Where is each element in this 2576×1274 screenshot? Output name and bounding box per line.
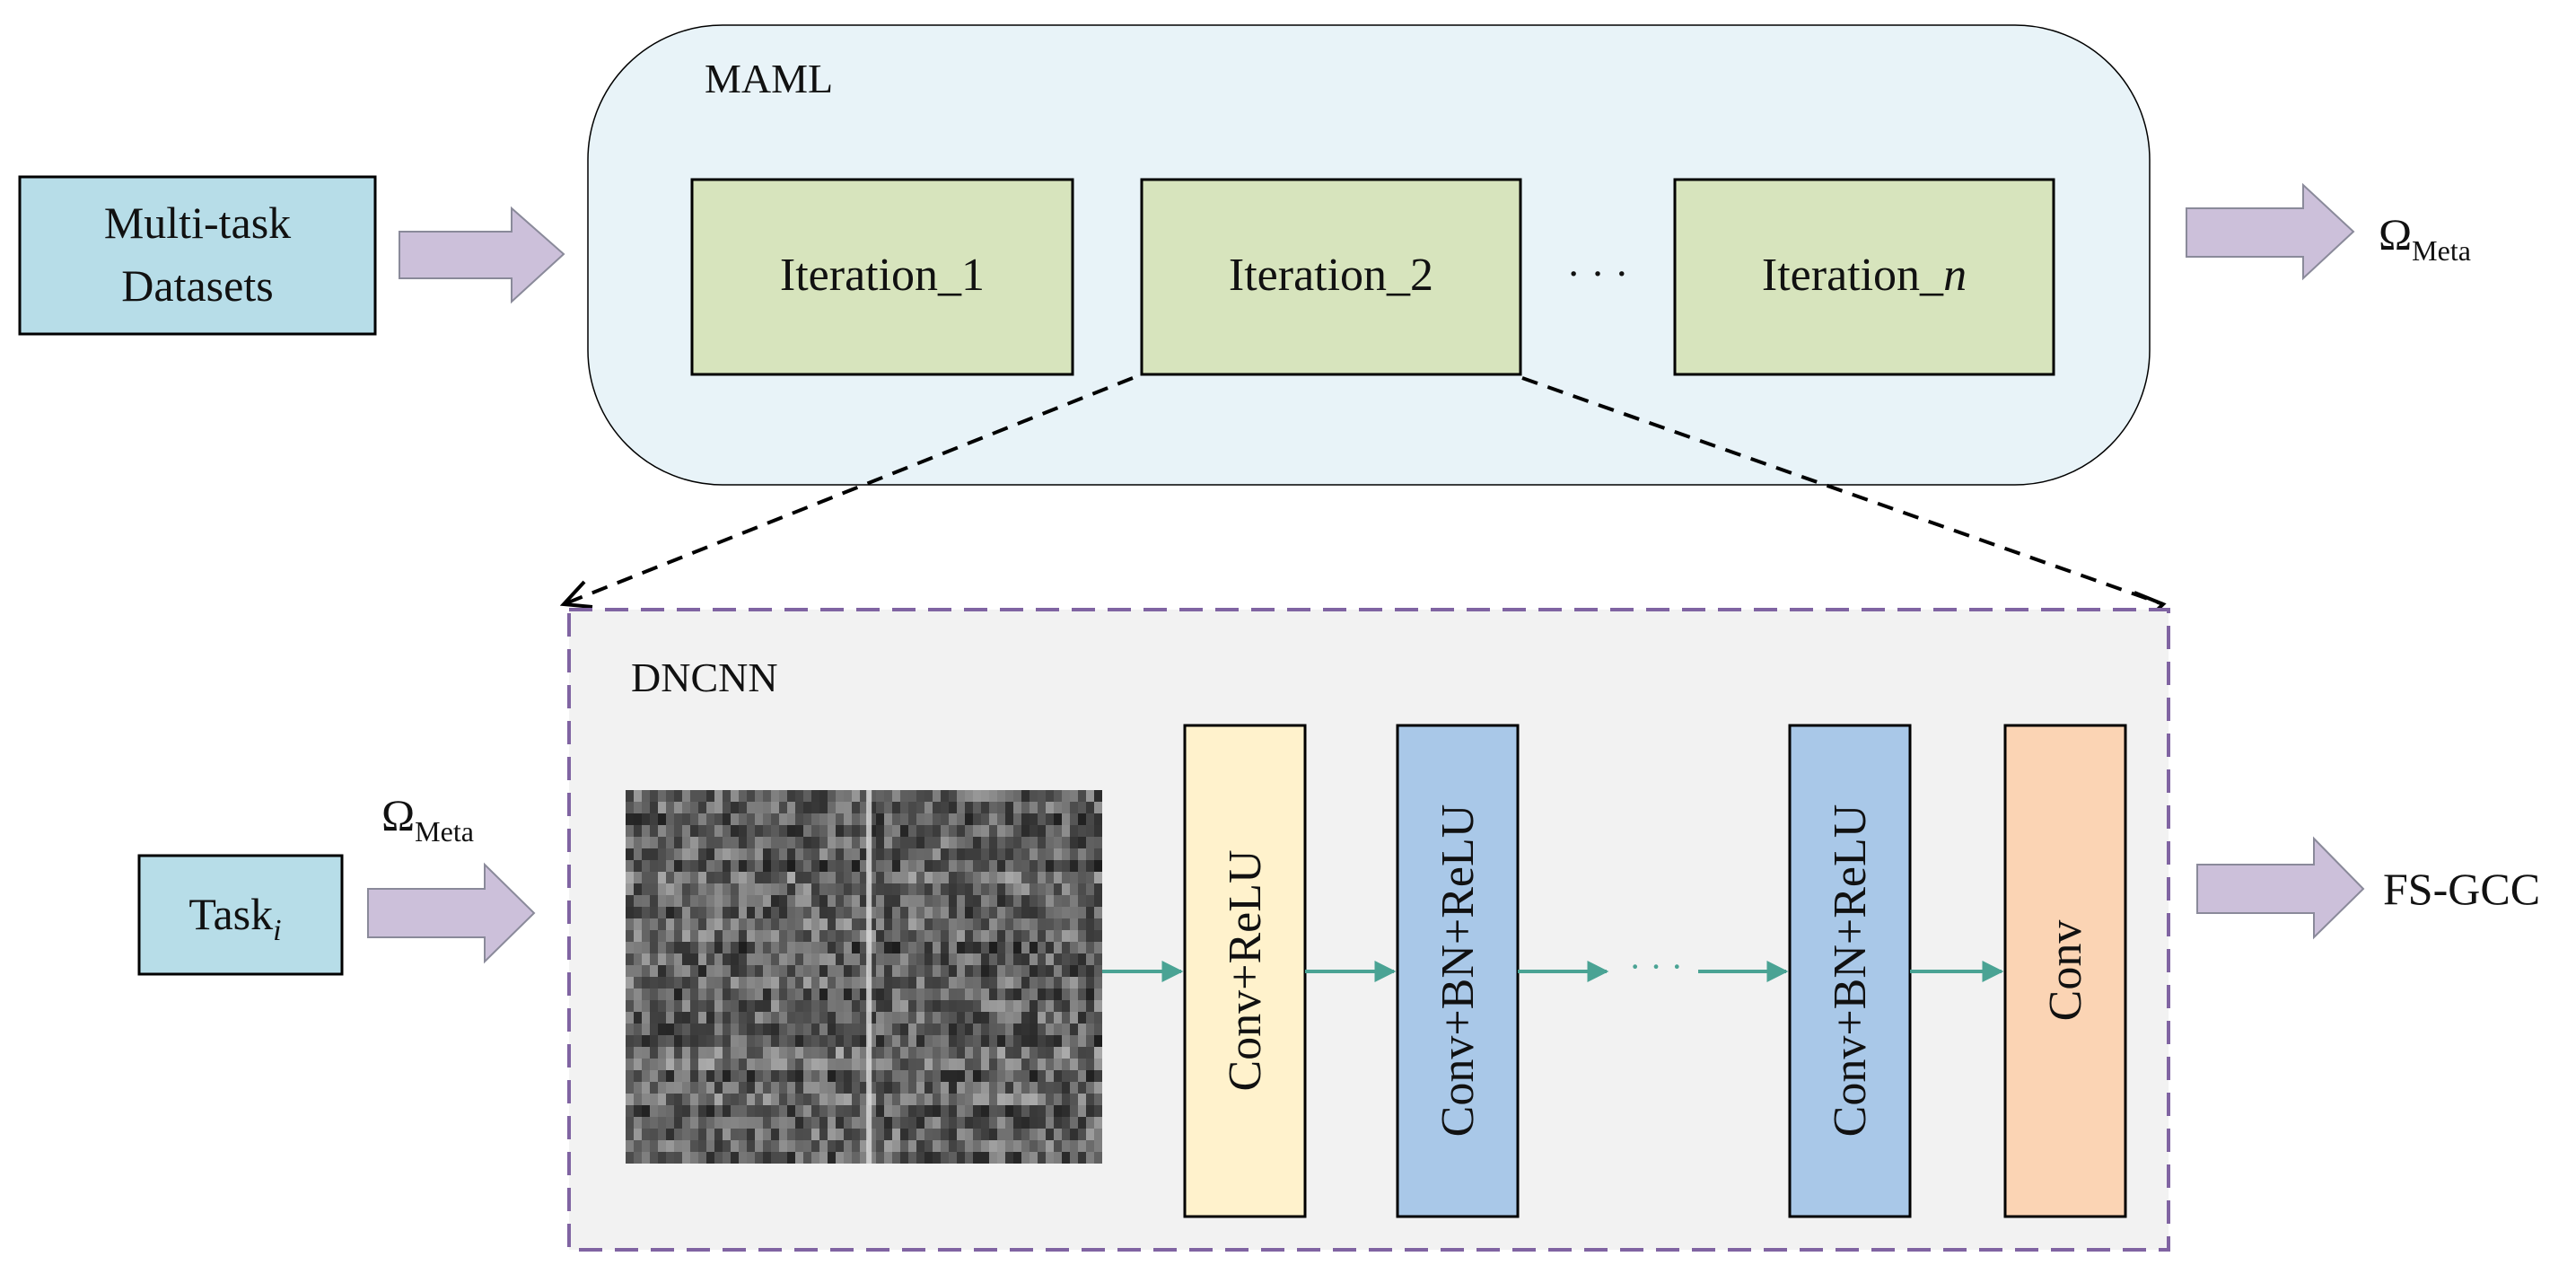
iteration-label-1: Iteration_1 — [780, 250, 985, 301]
iteration-label-n: Iteration_n — [1762, 250, 1967, 301]
layer-conv-bn-relu-2-label: Conv+BN+ReLU — [1825, 804, 1876, 1138]
fs-gcc-output: FS-GCC — [2383, 864, 2540, 914]
layer-conv-bn-relu-2: Conv+BN+ReLU — [1788, 724, 1912, 1218]
fat-arrow-maml-to-omega — [2186, 182, 2355, 281]
iteration-ellipsis: · · · — [1567, 250, 1629, 296]
datasets-label-line1: Multi-task — [104, 198, 291, 248]
fat-arrow-dncnn-to-output — [2196, 836, 2365, 940]
task-i-box: Taski — [137, 854, 344, 976]
maml-title: MAML — [705, 56, 833, 101]
iteration-box-1: Iteration_1 — [690, 178, 1074, 376]
task-i-label: Taski — [188, 889, 281, 947]
layer-conv: Conv — [2003, 724, 2127, 1218]
zoom-line-left — [563, 376, 1134, 606]
dncnn-title: DNCNN — [631, 655, 778, 700]
layer-conv-bn-relu-1: Conv+BN+ReLU — [1396, 724, 1520, 1218]
datasets-label-line2: Datasets — [121, 260, 273, 311]
layers-ellipsis: · · · — [1629, 946, 1683, 987]
input-spectrogram-image — [626, 790, 1102, 1164]
iteration-box-2: Iteration_2 — [1140, 178, 1522, 376]
fat-arrow-task-to-dncnn — [367, 862, 536, 964]
layer-conv-relu: Conv+ReLU — [1183, 724, 1307, 1218]
layer-conv-relu-label: Conv+ReLU — [1220, 849, 1271, 1091]
iteration-label-2: Iteration_2 — [1229, 250, 1433, 301]
fat-arrow-datasets-to-maml — [399, 206, 565, 304]
zoom-arrowhead-left — [559, 580, 593, 609]
iteration-box-n: Iteration_n — [1673, 178, 2055, 376]
layer-conv-bn-relu-1-label: Conv+BN+ReLU — [1433, 804, 1484, 1138]
zoom-line-right — [1521, 376, 2164, 606]
omega-meta-output: ΩMeta — [2379, 209, 2471, 267]
omega-meta-task-input: ΩMeta — [381, 790, 474, 848]
multitask-datasets-box: Multi-task Datasets — [18, 175, 377, 336]
layer-conv-label: Conv — [2040, 920, 2091, 1022]
